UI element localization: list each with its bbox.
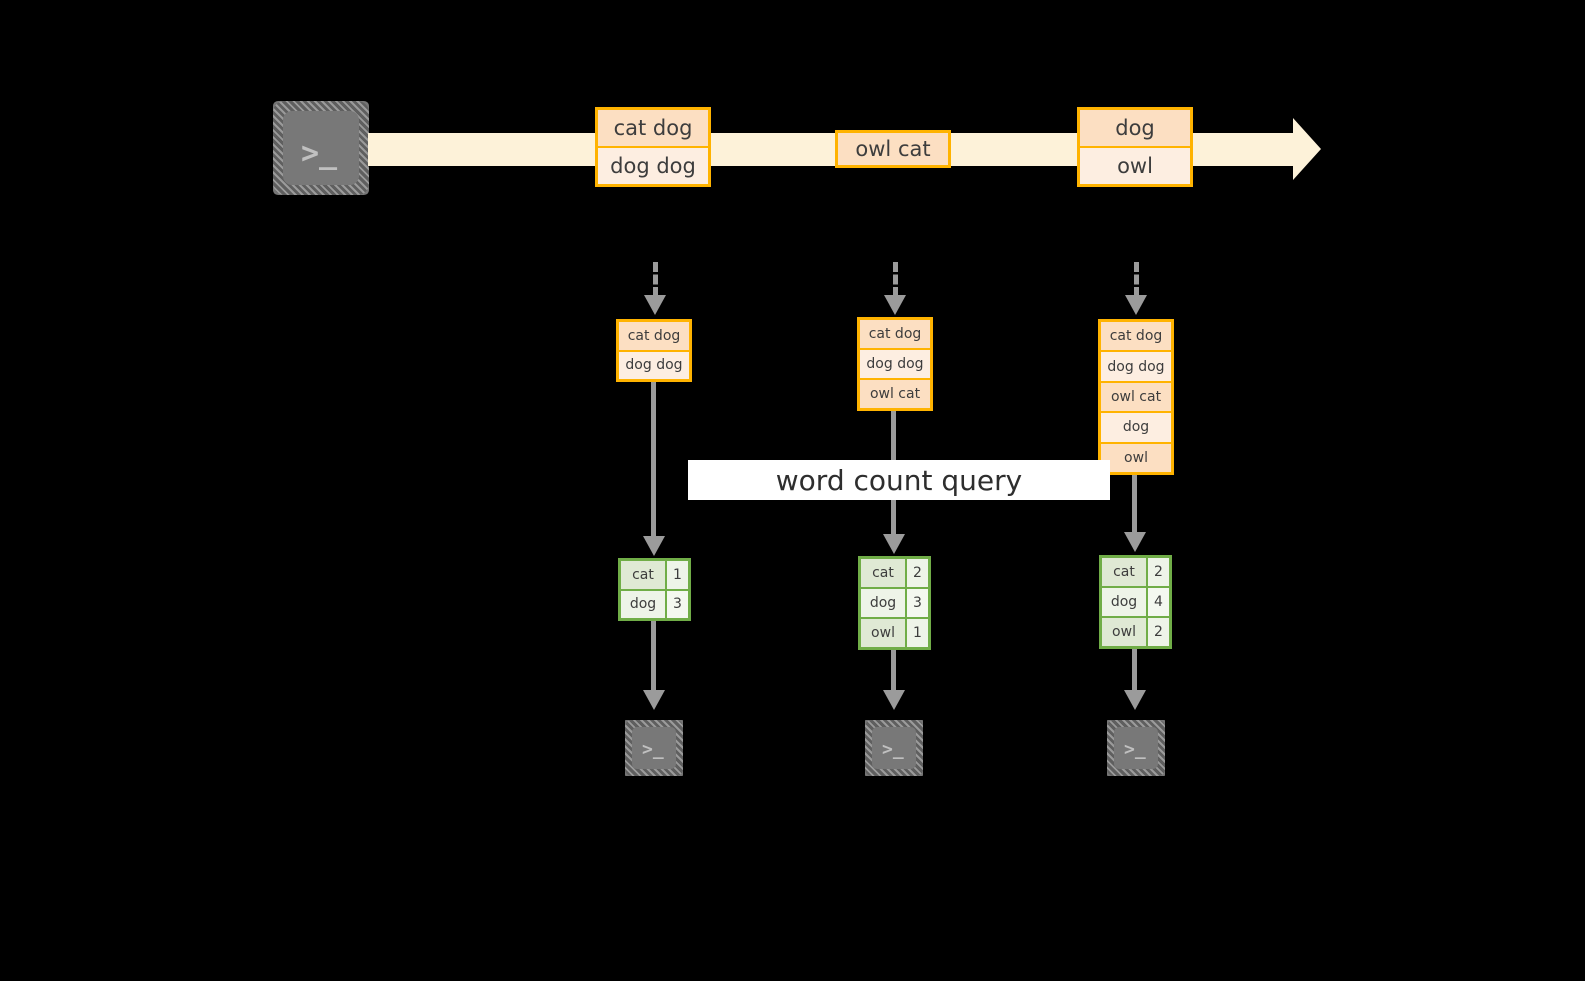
snapshot-3-result-table: cat 2 dog 4 owl 2 <box>1099 555 1172 649</box>
input-line: dog dog <box>619 351 689 379</box>
snapshot-1-feed-line <box>653 262 658 297</box>
stream-record-2: owl cat <box>835 130 951 168</box>
input-line: owl cat <box>1101 382 1171 414</box>
table-row: cat 2 <box>1102 558 1169 588</box>
input-line: dog <box>1101 413 1171 444</box>
snapshot-2-input-stack: cat dog dog dog owl cat <box>857 317 933 411</box>
input-line: owl <box>1101 443 1171 473</box>
terminal-screen <box>632 727 676 769</box>
stream-record-line: dog dog <box>598 148 708 184</box>
table-row: dog 3 <box>621 590 688 618</box>
snapshot-3-sink-arrowhead <box>1124 690 1146 710</box>
table-row: dog 3 <box>861 589 928 619</box>
result-count: 2 <box>1148 618 1169 646</box>
stream-record-line: cat dog <box>598 110 708 148</box>
terminal-screen <box>283 111 359 185</box>
result-word: cat <box>861 559 907 587</box>
stream-record-line: dog <box>1080 110 1190 148</box>
query-label: word count query <box>688 460 1110 500</box>
input-line: cat dog <box>1101 322 1171 353</box>
stream-record-3: dog owl <box>1077 107 1193 187</box>
result-count: 2 <box>1148 558 1169 586</box>
terminal-prompt-glyph: >_ <box>301 136 338 171</box>
result-word: owl <box>861 619 907 647</box>
snapshot-1-result-table: cat 1 dog 3 <box>618 558 691 621</box>
snapshot-3-input-stack: cat dog dog dog owl cat dog owl <box>1098 319 1174 475</box>
snapshot-2-result-table: cat 2 dog 3 owl 1 <box>858 556 931 650</box>
result-count: 3 <box>667 590 688 618</box>
result-count: 3 <box>907 589 928 617</box>
terminal-prompt-glyph: >_ <box>1124 739 1146 760</box>
snapshot-2-query-arrowhead <box>883 534 905 554</box>
snapshot-1-sink-line <box>651 621 656 691</box>
input-line: cat dog <box>619 322 689 352</box>
result-count: 4 <box>1148 588 1169 616</box>
snapshot-1-sink-terminal-icon: >_ <box>618 713 690 783</box>
snapshot-2-sink-terminal-icon: >_ <box>858 713 930 783</box>
table-row: cat 1 <box>621 561 688 591</box>
snapshot-3-feed-line <box>1134 262 1139 297</box>
terminal-prompt-glyph: >_ <box>882 739 904 760</box>
input-line: cat dog <box>860 320 930 350</box>
input-line: dog dog <box>1101 352 1171 383</box>
table-row: cat 2 <box>861 559 928 589</box>
result-word: cat <box>1102 558 1148 586</box>
source-terminal-icon: >_ <box>266 94 376 202</box>
stream-record-line: owl <box>1080 148 1190 184</box>
snapshot-3-sink-line <box>1132 649 1137 691</box>
table-row: dog 4 <box>1102 588 1169 618</box>
result-word: dog <box>861 589 907 617</box>
table-row: owl 2 <box>1102 618 1169 646</box>
table-row: owl 1 <box>861 619 928 647</box>
snapshot-1-query-line <box>651 382 656 538</box>
terminal-prompt-glyph: >_ <box>642 739 664 760</box>
input-line: owl cat <box>860 380 930 408</box>
stream-arrow-head <box>1293 118 1321 180</box>
snapshot-1-input-stack: cat dog dog dog <box>616 319 692 382</box>
result-count: 2 <box>907 559 928 587</box>
snapshot-2-sink-line <box>891 650 896 691</box>
snapshot-1-query-arrowhead <box>643 536 665 556</box>
snapshot-2-feed-arrowhead <box>884 295 906 315</box>
snapshot-2-feed-line <box>893 262 898 297</box>
terminal-screen <box>872 727 916 769</box>
result-word: dog <box>1102 588 1148 616</box>
result-word: dog <box>621 590 667 618</box>
stream-record-1: cat dog dog dog <box>595 107 711 187</box>
snapshot-3-query-line <box>1132 475 1137 534</box>
result-word: cat <box>621 561 667 589</box>
snapshot-3-sink-terminal-icon: >_ <box>1100 713 1172 783</box>
result-count: 1 <box>907 619 928 647</box>
input-line: dog dog <box>860 350 930 380</box>
result-count: 1 <box>667 561 688 589</box>
snapshot-1-sink-arrowhead <box>643 690 665 710</box>
terminal-screen <box>1114 727 1158 769</box>
snapshot-1-feed-arrowhead <box>644 295 666 315</box>
result-word: owl <box>1102 618 1148 646</box>
snapshot-3-query-arrowhead <box>1124 532 1146 552</box>
snapshot-2-sink-arrowhead <box>883 690 905 710</box>
snapshot-3-feed-arrowhead <box>1125 295 1147 315</box>
